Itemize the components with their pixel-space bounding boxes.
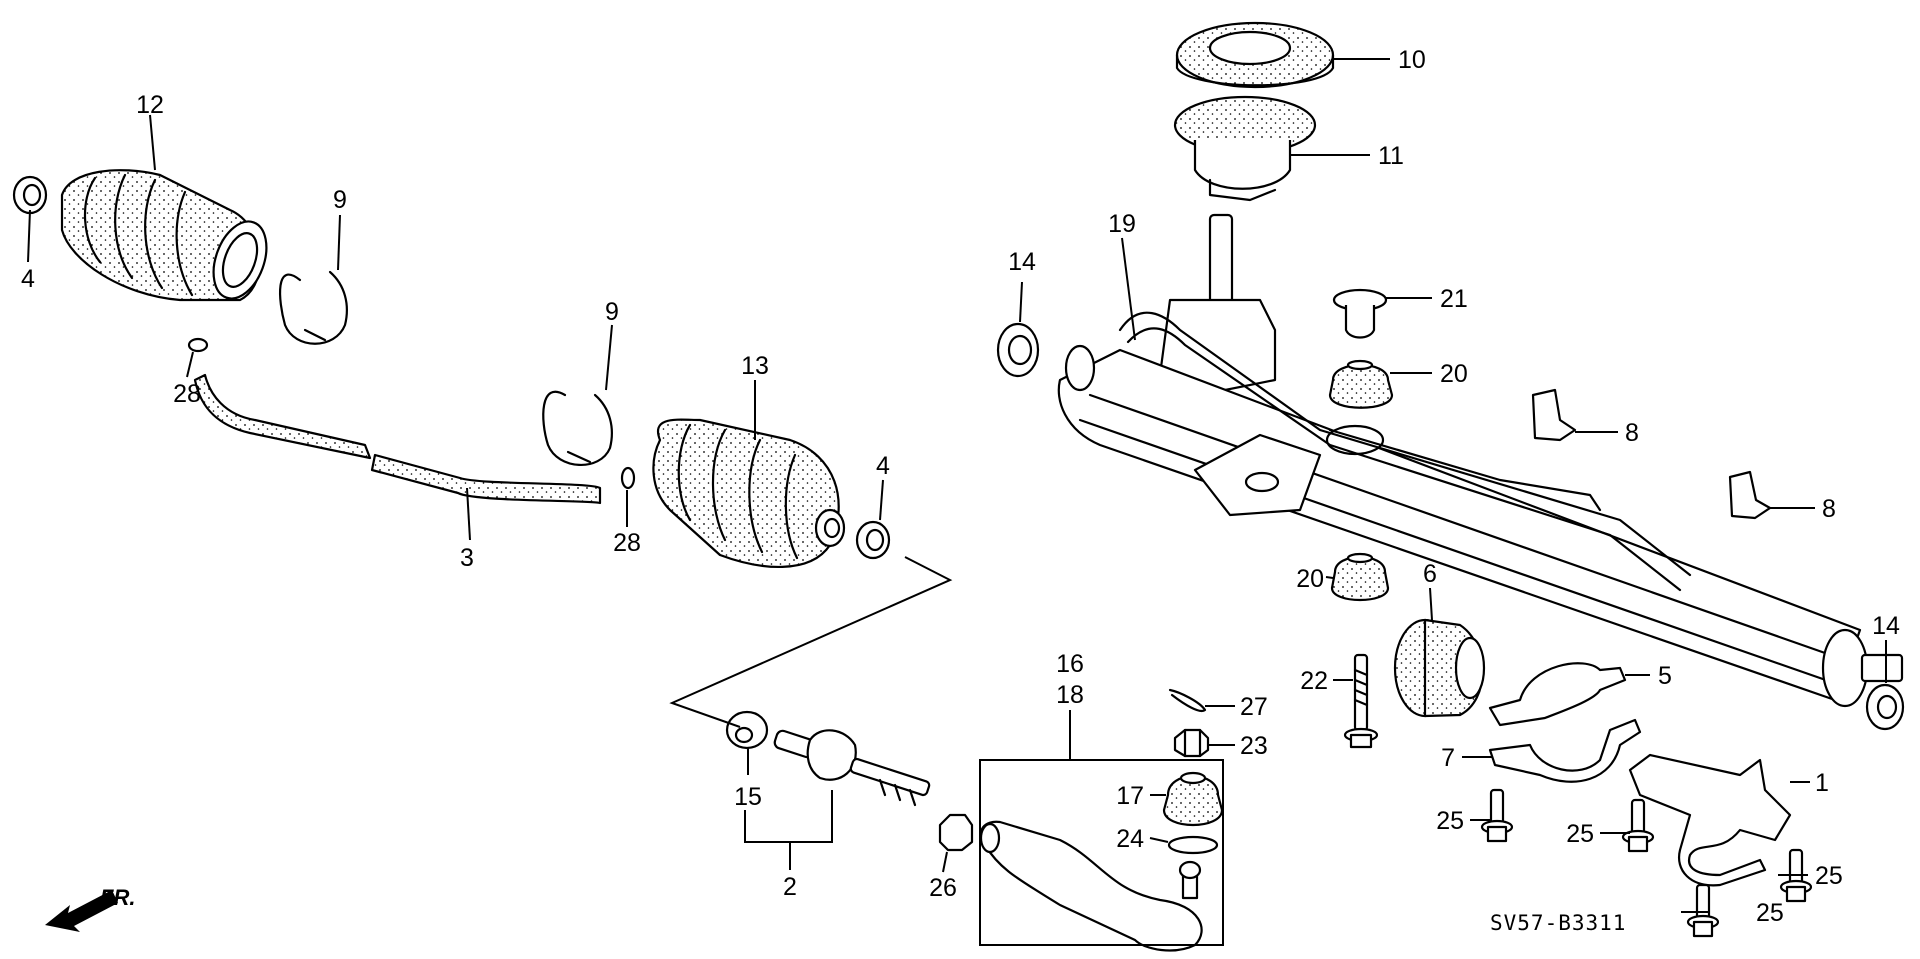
callout-8-upper: 8: [1625, 419, 1639, 447]
pinion-bushing: [1332, 288, 1388, 339]
clip-upper: [187, 337, 209, 353]
front-direction-arrow: FR.: [45, 885, 135, 932]
callout-6: 6: [1423, 560, 1437, 588]
callout-7: 7: [1441, 744, 1455, 772]
callout-21: 21: [1440, 285, 1468, 313]
boot-clip-left: [12, 175, 48, 215]
callout-14-right: 14: [1872, 612, 1900, 640]
callout-28-upper: 28: [173, 380, 201, 408]
callout-4-left: 4: [21, 265, 35, 293]
callout-4-right: 4: [876, 452, 890, 480]
callout-25-d: 25: [1756, 899, 1784, 927]
boot-band-lower: [542, 390, 613, 466]
callout-27: 27: [1240, 693, 1268, 721]
callout-3: 3: [460, 544, 474, 572]
callout-25-c: 25: [1815, 862, 1843, 890]
bracket-holder-lower: [1488, 718, 1642, 783]
callout-2: 2: [783, 873, 797, 901]
callout-9-upper: 9: [333, 186, 347, 214]
flange-bolt-25-a: [1480, 788, 1514, 843]
flange-bolt-25-b: [1621, 798, 1655, 853]
cushion-upper: [1328, 359, 1394, 409]
leader-lines: [27, 58, 1887, 946]
flange-bolt-25-c: [1779, 848, 1813, 903]
callout-18: 18: [1056, 681, 1084, 709]
boot-clip-right: [855, 520, 891, 560]
callout-1: 1: [1815, 769, 1829, 797]
cushion-lower: [1330, 552, 1390, 602]
callout-19: 19: [1108, 210, 1136, 238]
diagram-code: SV57-B3311: [1490, 911, 1626, 935]
steering-boot-right: [652, 418, 846, 568]
callout-8-lower: 8: [1822, 495, 1836, 523]
mount-bushing: [1393, 618, 1486, 718]
callout-17: 17: [1116, 782, 1144, 810]
gearbox-cover: [1173, 95, 1317, 202]
callout-12: 12: [136, 91, 164, 119]
callout-14-left: 14: [1008, 248, 1036, 276]
flange-bolt: [1343, 653, 1379, 749]
callout-13: 13: [741, 352, 769, 380]
callout-22: 22: [1300, 667, 1328, 695]
castle-nut: [1173, 728, 1210, 758]
callout-16: 16: [1056, 650, 1084, 678]
stiffener-bracket: [1628, 753, 1792, 887]
callout-15: 15: [734, 783, 762, 811]
snap-ring: [1167, 835, 1219, 855]
flange-bolt-25-d: [1686, 883, 1720, 938]
callout-5: 5: [1658, 662, 1672, 690]
callout-25-b: 25: [1566, 820, 1594, 848]
oil-seal-right: [1865, 683, 1905, 731]
callout-28-lower: 28: [613, 529, 641, 557]
bracket-holder-upper: [1488, 662, 1627, 727]
callout-25-a: 25: [1436, 807, 1464, 835]
front-label: FR.: [100, 885, 135, 910]
callout-9-lower: 9: [605, 298, 619, 326]
callout-20-lower: 20: [1296, 565, 1324, 593]
callout-20-upper: 20: [1440, 360, 1468, 388]
cotter-pin: [1168, 688, 1207, 713]
clip-lower: [620, 466, 636, 490]
breather-tube: [193, 373, 602, 505]
callout-10: 10: [1398, 46, 1426, 74]
callout-26: 26: [929, 874, 957, 902]
tie-rod-end: [979, 820, 1203, 952]
lock-nut: [938, 813, 974, 852]
gearbox-seal: [1175, 21, 1335, 89]
steering-boot-left: [60, 169, 268, 302]
lock-washer: [725, 710, 769, 750]
callout-24: 24: [1116, 825, 1144, 853]
steering-gearbox-assembly: [1057, 213, 1904, 708]
oil-seal-left: [996, 322, 1040, 378]
tie-rod-end-boot: [1162, 771, 1224, 827]
pipe-clamp-upper: [1531, 388, 1577, 442]
boot-band-upper: [278, 270, 348, 345]
pipe-clamp-lower: [1728, 470, 1772, 520]
callout-11: 11: [1378, 142, 1404, 170]
callout-23: 23: [1240, 732, 1268, 760]
tie-rod: [773, 729, 931, 807]
